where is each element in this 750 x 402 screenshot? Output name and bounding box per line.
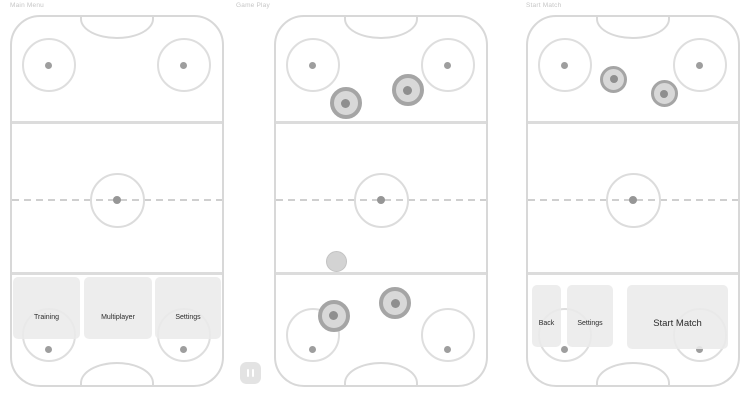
faceoff-circle: [156, 38, 211, 92]
hockey-rink: Training Multiplayer Settings: [10, 15, 224, 387]
pieces-layer: [12, 17, 222, 385]
faceoff-circle: [420, 38, 475, 92]
faceoff-dot: [309, 61, 316, 69]
faceoff-circle: [537, 38, 592, 92]
screen-start-match: Start Match Back Settings Start Match: [526, 2, 740, 387]
mallet-center-dot: [329, 311, 339, 320]
screen-game-play: Game Play: [236, 2, 488, 387]
mallet-center-dot: [341, 98, 350, 108]
center-dot: [377, 196, 385, 204]
mallet-piece[interactable]: [379, 287, 411, 319]
frame-title: Main Menu: [10, 2, 44, 9]
mallet-center-dot: [390, 298, 400, 308]
mallet-piece[interactable]: [600, 65, 628, 93]
screen-main-menu: Main Menu Training Multiplayer Settings: [10, 2, 224, 387]
faceoff-circle: [672, 38, 727, 92]
faceoff-dot: [309, 346, 316, 353]
faceoff-circle: [285, 38, 340, 92]
center-circle: [605, 172, 661, 228]
faceoff-circle: [21, 38, 76, 92]
faceoff-dot: [561, 346, 568, 353]
zone-line-bottom: [12, 272, 222, 275]
faceoff-dot: [180, 346, 187, 353]
mallet-piece[interactable]: [329, 87, 362, 119]
faceoff-dot: [444, 61, 451, 69]
pause-button[interactable]: [240, 362, 261, 384]
mallet-piece[interactable]: [391, 74, 424, 106]
zone-line-bottom: [528, 272, 738, 275]
pause-icon: [246, 369, 250, 377]
mallet-piece[interactable]: [650, 80, 678, 108]
pieces-layer: [528, 17, 738, 385]
multiplayer-button[interactable]: Multiplayer: [84, 277, 152, 339]
zone-line-bottom: [276, 272, 486, 275]
mallet-center-dot: [403, 85, 413, 95]
faceoff-dot: [45, 61, 52, 69]
back-button[interactable]: Back: [532, 285, 561, 347]
center-dot: [629, 196, 637, 204]
mallet-center-dot: [609, 75, 618, 84]
frame-title: Start Match: [526, 2, 562, 9]
center-dot: [113, 196, 121, 204]
hockey-rink: Back Settings Start Match: [526, 15, 740, 387]
start-match-button[interactable]: Start Match: [627, 285, 728, 349]
pieces-layer: [276, 17, 486, 385]
zone-line-top: [276, 121, 486, 124]
faceoff-circle: [420, 307, 475, 362]
faceoff-dot: [45, 346, 52, 353]
faceoff-dot: [696, 346, 703, 353]
mallet-piece[interactable]: [317, 299, 350, 332]
mallet-center-dot: [660, 89, 669, 98]
faceoff-circle: [285, 307, 340, 362]
center-circle: [89, 172, 145, 228]
puck: [325, 250, 347, 272]
zone-line-top: [12, 121, 222, 124]
faceoff-dot: [180, 61, 187, 69]
faceoff-dot: [561, 61, 568, 69]
center-circle: [353, 172, 409, 228]
settings-button[interactable]: Settings: [155, 277, 221, 339]
faceoff-dot: [696, 61, 703, 69]
zone-line-top: [528, 121, 738, 124]
pause-icon: [251, 369, 255, 377]
training-button[interactable]: Training: [13, 277, 80, 339]
settings-button[interactable]: Settings: [567, 285, 613, 347]
hockey-rink: [274, 15, 488, 387]
faceoff-dot: [444, 346, 451, 353]
frame-title: Game Play: [236, 2, 270, 9]
